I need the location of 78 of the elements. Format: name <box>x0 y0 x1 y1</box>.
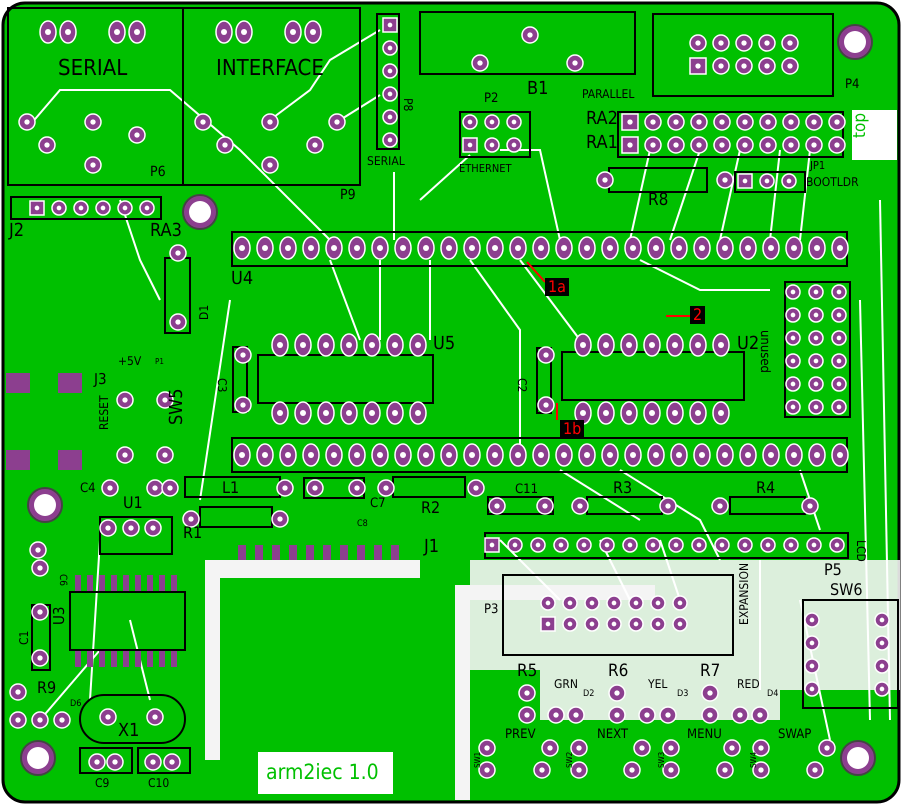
callout-number: 1b <box>560 420 584 438</box>
silkscreen-label: R3 <box>613 480 632 496</box>
callout-number: 1a <box>545 278 569 296</box>
silkscreen-label: JP1 <box>810 160 826 171</box>
silkscreen-label: GRN <box>554 678 578 690</box>
silkscreen-label: ETHERNET <box>459 163 512 174</box>
silkscreen-label: R2 <box>421 500 440 516</box>
board-version-label: arm2iec 1.0 <box>266 762 379 783</box>
silkscreen-label: X1 <box>118 722 140 740</box>
silkscreen-label: U1 <box>123 495 143 511</box>
silkscreen-label: C6 <box>57 574 67 586</box>
silkscreen-label: R6 <box>608 663 628 680</box>
silkscreen-label: U2 <box>737 335 760 353</box>
silkscreen-label: PREV <box>505 728 536 741</box>
silkscreen-label: C1 <box>18 630 30 645</box>
silkscreen-label: RED <box>737 678 760 690</box>
silkscreen-label: INTERFACE <box>216 58 324 80</box>
silkscreen-label: SW2 <box>566 752 574 768</box>
silkscreen-label: RESET <box>98 395 110 430</box>
silkscreen-label: P5 <box>824 562 842 578</box>
silkscreen-label: R1 <box>183 525 202 541</box>
silkscreen-label: D1 <box>198 304 210 320</box>
silkscreen-label: C11 <box>515 483 538 496</box>
silkscreen-label: C9 <box>95 777 110 789</box>
silkscreen-label: top <box>852 112 869 138</box>
silkscreen-label: LCD <box>855 540 867 562</box>
silkscreen-label: P8 <box>402 98 414 112</box>
silkscreen-label: L1 <box>222 480 240 496</box>
silkscreen-label: MENU <box>687 728 722 741</box>
silkscreen-label: SERIAL <box>58 58 128 80</box>
silkscreen-label: C4 <box>80 482 96 495</box>
silkscreen-label: P6 <box>150 165 166 179</box>
silkscreen-label: +5V <box>118 355 142 367</box>
silkscreen-label: B1 <box>527 80 548 98</box>
silkscreen-label: SW5 <box>168 388 186 425</box>
silkscreen-label: D3 <box>677 690 688 699</box>
silkscreen-label: unused <box>758 330 771 373</box>
silkscreen-label: P9 <box>340 188 356 202</box>
silkscreen-label: RA1 <box>586 134 618 152</box>
silkscreen-label: NEXT <box>597 728 628 741</box>
silkscreen-label: EXPANSION <box>738 562 750 625</box>
silkscreen-label: R4 <box>756 480 776 496</box>
silkscreen-label: R9 <box>37 680 56 696</box>
silkscreen-label: SWAP <box>778 728 812 741</box>
silkscreen-label: U3 <box>52 606 67 625</box>
silkscreen-label: PARALLEL <box>582 88 634 100</box>
leader-line <box>556 403 558 420</box>
silkscreen-label: C2 <box>516 378 528 392</box>
silkscreen-label: YEL <box>648 678 668 690</box>
silkscreen-label: C8 <box>357 520 368 529</box>
silkscreen-label: C7 <box>370 497 386 510</box>
silkscreen-label: U5 <box>433 335 456 353</box>
silkscreen-label: R8 <box>648 192 668 209</box>
silkscreen-label: SW4 <box>750 752 758 768</box>
silkscreen-label: BOOTLDR <box>806 176 859 188</box>
silkscreen-label: J3 <box>94 372 107 387</box>
leader-line <box>526 261 546 283</box>
silkscreen-label: SERIAL <box>367 155 405 167</box>
silkscreen-label: P4 <box>845 78 860 91</box>
silkscreen-label: C10 <box>148 777 170 789</box>
silkscreen-label: J2 <box>9 222 24 240</box>
silkscreen-label: R7 <box>700 663 720 680</box>
silkscreen-label: J1 <box>424 538 440 556</box>
callout-number: 2 <box>690 306 706 324</box>
silkscreen-label: P1 <box>155 358 164 366</box>
silkscreen-label: SW3 <box>658 752 666 768</box>
silkscreen-label: P3 <box>484 603 498 616</box>
silkscreen-label: U4 <box>231 270 254 288</box>
silkscreen-label: RA3 <box>150 222 182 240</box>
silkscreen-label: D6 <box>70 700 82 709</box>
silkscreen-label: SW6 <box>830 582 863 598</box>
silkscreen-label: RA2 <box>586 110 618 128</box>
silkscreen-label: C3 <box>216 378 228 392</box>
leader-line <box>666 315 690 317</box>
silkscreen-label: SW1 <box>474 752 482 768</box>
silkscreen-label: D2 <box>583 690 594 699</box>
silkscreen-label: D4 <box>767 690 778 699</box>
silkscreen-label: P2 <box>484 92 498 105</box>
